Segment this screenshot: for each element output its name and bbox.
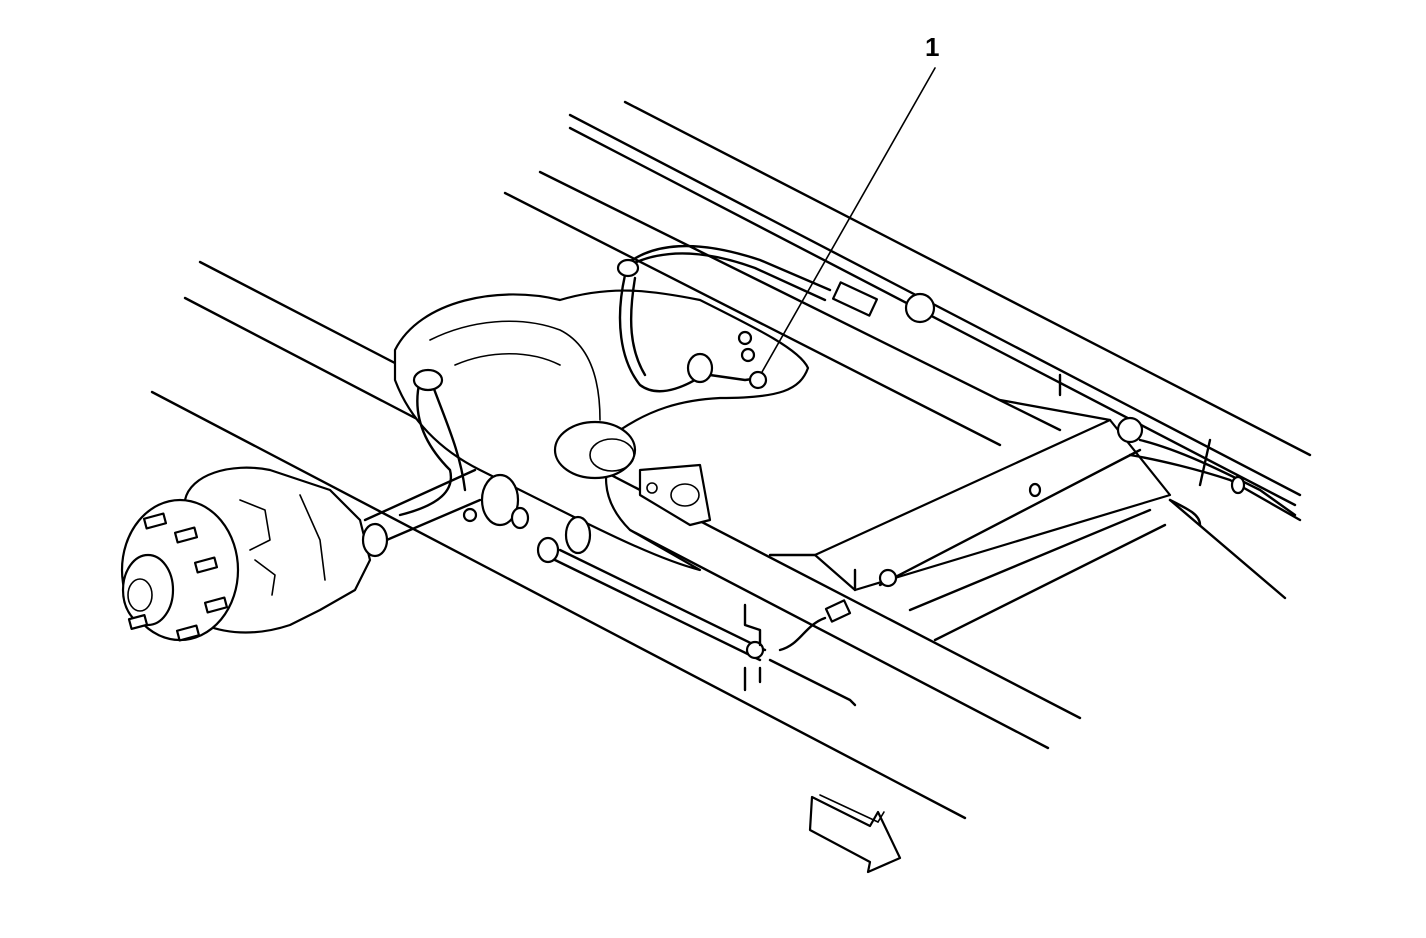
axle-tube	[363, 468, 482, 547]
lug-studs	[127, 512, 229, 642]
line-break-marks	[743, 603, 762, 692]
right-frame-rail	[503, 100, 1312, 600]
crossmember	[768, 398, 1172, 642]
callout-1-leader	[761, 67, 936, 373]
front-direction-arrow-icon	[808, 794, 902, 874]
differential-housing	[393, 289, 810, 572]
brake-lines	[398, 244, 1302, 707]
callout-1-label: 1	[925, 32, 940, 62]
wheel-hub	[120, 466, 372, 642]
brake-line-clips	[361, 258, 1246, 660]
